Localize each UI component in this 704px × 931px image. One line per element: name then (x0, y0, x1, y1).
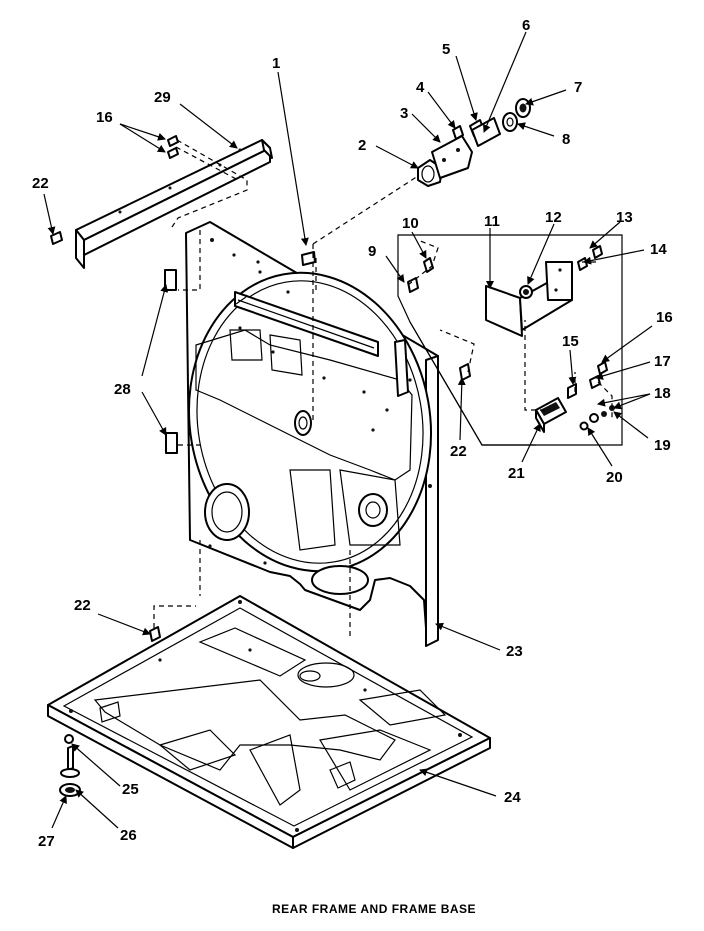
side-clip-bottom (165, 432, 178, 454)
callout-labels: 1 2 3 4 5 6 7 8 9 10 11 12 13 14 15 16 1… (32, 17, 673, 850)
callout-10: 10 (402, 215, 419, 232)
callout-24: 24 (504, 789, 521, 806)
callout-28: 28 (114, 381, 131, 398)
callout-29: 29 (154, 89, 171, 106)
callout-6: 6 (522, 17, 530, 34)
callout-16-left: 16 (96, 109, 113, 126)
base-screw (149, 626, 161, 642)
top-brace (75, 139, 273, 269)
callout-11: 11 (484, 213, 500, 230)
callout-19: 19 (654, 437, 671, 454)
callout-1: 1 (272, 55, 280, 72)
callout-5: 5 (442, 41, 450, 58)
frame-base (47, 595, 491, 849)
diagram-caption: REAR FRAME AND FRAME BASE (272, 902, 476, 916)
callout-16-right: 16 (656, 309, 673, 326)
callout-18: 18 (654, 385, 671, 402)
callout-2: 2 (358, 137, 366, 154)
callout-12: 12 (545, 209, 562, 226)
assembly-lines (153, 139, 613, 640)
leveling-foot (59, 734, 81, 797)
callout-22-top-left: 22 (32, 175, 49, 192)
callout-26: 26 (120, 827, 137, 844)
callout-17: 17 (654, 353, 671, 370)
callout-27: 27 (38, 833, 55, 850)
side-clip-top (164, 269, 177, 291)
callout-8: 8 (562, 131, 570, 148)
leader-lines (43, 31, 653, 829)
callout-20: 20 (606, 469, 623, 486)
callout-3: 3 (400, 105, 408, 122)
brace-screws (50, 135, 179, 245)
callout-4: 4 (416, 79, 425, 96)
callout-13: 13 (616, 209, 633, 226)
callout-22-right: 22 (450, 443, 467, 460)
callout-9: 9 (368, 243, 376, 260)
callout-22-bottom-left: 22 (74, 597, 91, 614)
callout-25: 25 (122, 781, 139, 798)
callout-23: 23 (506, 643, 523, 660)
rear-frame-panel (185, 221, 439, 647)
callout-21: 21 (508, 465, 525, 482)
callout-15: 15 (562, 333, 579, 350)
callout-7: 7 (574, 79, 582, 96)
callout-14: 14 (650, 241, 667, 258)
clip-part (301, 251, 316, 266)
